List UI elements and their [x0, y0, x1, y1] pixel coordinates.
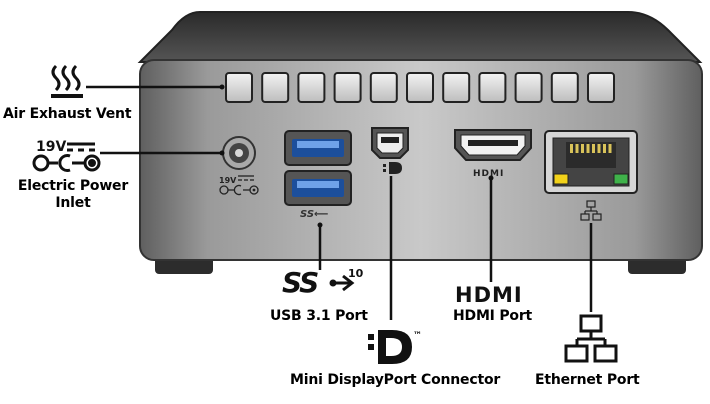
ethernet-port-label: Ethernet Port: [535, 372, 640, 388]
callout-lines: [86, 85, 593, 320]
ethernet-small-icon: [580, 200, 602, 221]
usb-port-bottom: [284, 170, 352, 206]
displayport-icon: ™: [368, 330, 422, 364]
mini-displayport-label: Mini DisplayPort Connector: [290, 372, 501, 388]
ethernet-pin: [570, 144, 573, 153]
vent-slot: [442, 72, 471, 103]
voltage-label: 19V: [36, 139, 66, 155]
ethernet-pin: [608, 144, 612, 153]
electric-power-inlet-line1: Electric Power: [17, 178, 129, 194]
hdmi-logo-icon: HDMI: [455, 283, 523, 307]
vent-slot: [514, 72, 543, 103]
svg-text:19V: 19V: [219, 176, 237, 185]
power-polarity-small-icon: 19V: [219, 175, 259, 196]
power-polarity-icon: [32, 142, 101, 172]
air-exhaust-vent-label: Air Exhaust Vent: [3, 106, 132, 122]
electric-power-inlet-line2: Inlet: [55, 195, 91, 211]
usb-port-label: USB 3.1 Port: [270, 308, 368, 324]
ethernet-pin: [603, 144, 606, 153]
ethernet-pin: [586, 144, 590, 153]
ethernet-port: [544, 130, 638, 194]
ethernet-network-icon: [564, 314, 618, 363]
superspeed-usb-icon: SS 10: [282, 266, 364, 299]
vent-slot: [225, 72, 253, 103]
svg-text:10: 10: [348, 267, 364, 280]
heat-vent-icon: [51, 64, 83, 98]
chassis-top: [137, 11, 703, 63]
vent-slot: [369, 72, 398, 103]
ethernet-pin: [575, 144, 579, 153]
vent-slot: [550, 72, 579, 103]
ethernet-pin: [581, 144, 584, 153]
hdmi-port: [454, 129, 532, 161]
svg-text:™: ™: [413, 331, 422, 341]
hdmi-port-label: HDMI Port: [453, 308, 533, 324]
chassis-body: [139, 59, 703, 261]
vent-slot: [587, 72, 615, 103]
ethernet-led-yellow: [553, 173, 569, 185]
usb-ss-small-icon: SS⟵: [300, 209, 328, 220]
vent-slot: [297, 72, 326, 103]
callout-dots: [219, 84, 494, 228]
mini-displayport: [371, 127, 409, 159]
ethernet-pin: [597, 144, 601, 153]
displayport-small-icon: [383, 162, 402, 174]
usb-port-top: [284, 130, 352, 166]
ethernet-pin: [592, 144, 595, 153]
vent-slot: [261, 72, 290, 103]
air-exhaust-vents: [225, 72, 615, 103]
vent-slot: [406, 72, 434, 103]
ethernet-led-green: [613, 173, 629, 185]
vent-slot: [478, 72, 507, 103]
electric-power-inlet-label: Electric Power Inlet: [8, 178, 138, 212]
svg-text:SS: SS: [282, 266, 318, 299]
vent-slot: [333, 72, 362, 103]
hdmi-small-icon: HDMI: [473, 169, 504, 179]
power-inlet: [222, 136, 256, 170]
